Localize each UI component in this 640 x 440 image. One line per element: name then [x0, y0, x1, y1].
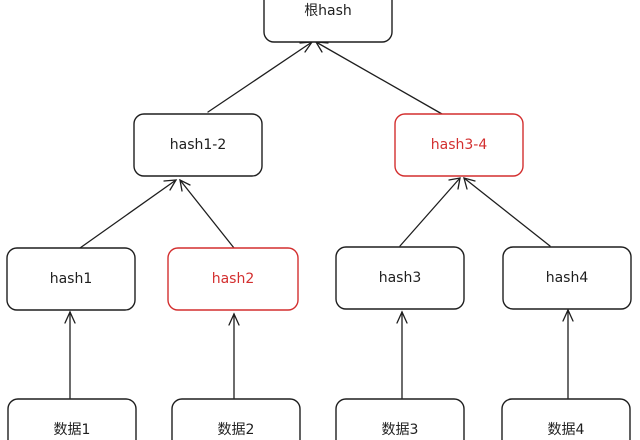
node-data3: 数据3 — [335, 398, 465, 440]
node-data2: 数据2 — [171, 398, 301, 440]
node-root-hash-label: 根hash — [304, 3, 352, 19]
node-data1: 数据1 — [7, 398, 137, 440]
node-hash4-label: hash4 — [546, 270, 589, 286]
edge-data2-to-hash2 — [228, 312, 240, 399]
node-hash1: hash1 — [6, 247, 136, 311]
edge-hash1-to-hash12 — [79, 179, 178, 249]
edge-hash34-to-root — [314, 41, 443, 115]
edge-hash3-to-hash34 — [399, 177, 461, 247]
edge-hash4-to-hash34 — [463, 177, 551, 247]
node-data1-label: 数据1 — [54, 422, 91, 438]
edge-hash2-to-hash12 — [179, 178, 235, 249]
node-hash3-4-label: hash3-4 — [431, 137, 488, 153]
node-hash2: hash2 — [167, 247, 299, 311]
edge-data4-to-hash4 — [562, 308, 574, 399]
node-root-hash: 根hash — [263, 0, 393, 43]
node-hash1-2-label: hash1-2 — [170, 137, 227, 153]
node-data4: 数据4 — [501, 398, 631, 440]
node-data4-label: 数据4 — [548, 422, 585, 438]
node-hash4: hash4 — [502, 246, 632, 310]
node-hash3-4: hash3-4 — [394, 113, 524, 177]
node-hash2-label: hash2 — [212, 271, 255, 287]
node-data3-label: 数据3 — [382, 422, 419, 438]
node-hash1-label: hash1 — [50, 271, 93, 287]
node-hash3-label: hash3 — [379, 270, 422, 286]
node-data2-label: 数据2 — [218, 422, 255, 438]
node-hash3: hash3 — [335, 246, 465, 310]
edge-data3-to-hash3 — [396, 310, 408, 399]
edge-layer — [64, 41, 574, 399]
node-layer: 根hash hash1-2 hash3-4 hash1 hash2 hash3 … — [6, 0, 632, 440]
edge-data1-to-hash1 — [64, 310, 76, 399]
node-hash1-2: hash1-2 — [133, 113, 263, 177]
edge-hash12-to-root — [207, 41, 314, 113]
